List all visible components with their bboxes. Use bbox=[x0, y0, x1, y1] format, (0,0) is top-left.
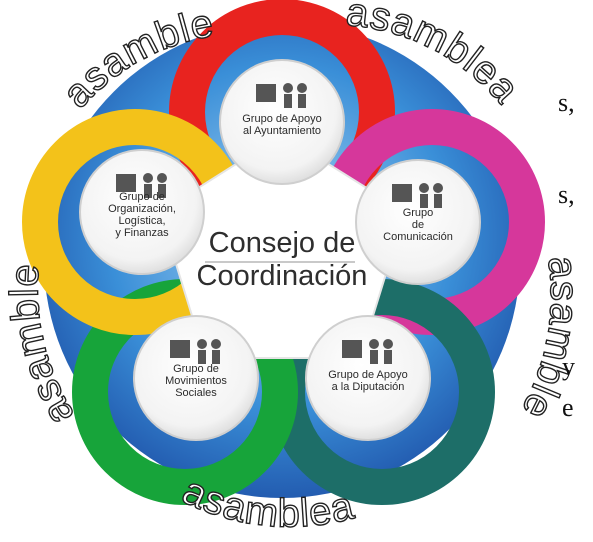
globe-tree-icon bbox=[170, 339, 221, 364]
side-text-2: s, bbox=[558, 180, 575, 209]
group-label-line: Sociales bbox=[175, 387, 217, 399]
group-label-line: de bbox=[412, 219, 424, 231]
group-label-line: a la Diputación bbox=[332, 381, 405, 393]
center-line1: Consejo de bbox=[209, 227, 356, 259]
people-building-icon bbox=[256, 83, 307, 108]
group-label-line: Grupo de bbox=[119, 191, 165, 203]
group-label-line: Grupo de Apoyo bbox=[328, 369, 408, 381]
truck-clock-icon bbox=[116, 173, 167, 198]
group-node-circle bbox=[133, 315, 259, 441]
side-text-4: e bbox=[562, 393, 574, 422]
group-label-line: Grupo bbox=[403, 207, 434, 219]
map-icon bbox=[342, 339, 393, 364]
group-label-line: Organización, bbox=[108, 203, 176, 215]
group-node-circle bbox=[305, 315, 431, 441]
group-node-circle bbox=[219, 59, 345, 185]
center-line2: Coordinación bbox=[197, 260, 368, 292]
social-media-icon bbox=[392, 183, 443, 208]
group-label-line: Movimientos bbox=[165, 375, 227, 387]
group-label-line: Logística, bbox=[118, 215, 165, 227]
group-node-circle bbox=[355, 159, 481, 285]
side-text-1: s, bbox=[558, 88, 575, 117]
group-label-line: Grupo de Apoyo bbox=[242, 113, 322, 125]
side-text-3: y bbox=[562, 352, 575, 381]
group-label-line: Grupo de bbox=[173, 363, 219, 375]
group-label-line: y Finanzas bbox=[115, 227, 169, 239]
group-node-circle bbox=[79, 149, 205, 275]
group-label-line: Comunicación bbox=[383, 231, 453, 243]
group-label-line: al Ayuntamiento bbox=[243, 125, 321, 137]
